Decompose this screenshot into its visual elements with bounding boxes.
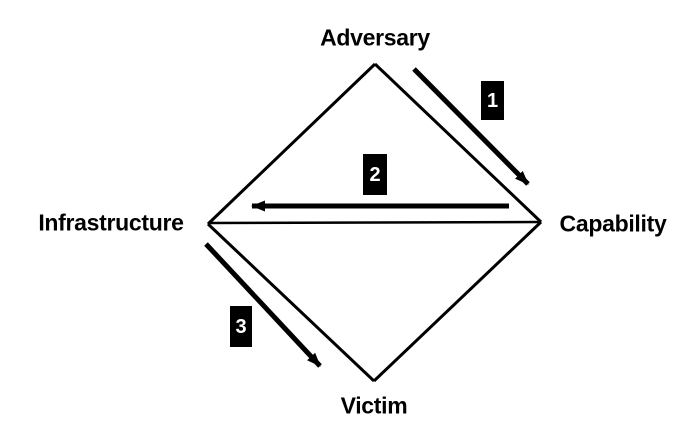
node-label-victim: Victim: [340, 392, 408, 419]
node-label-infrastructure: Infrastructure: [38, 209, 184, 236]
edge-adversary-infrastructure: [206, 62, 377, 226]
axis-infrastructure-capability: [207, 220, 542, 225]
edge-infrastructure-victim: [206, 222, 376, 383]
step-badge-1: 1: [481, 81, 504, 120]
arrow-1-adversary-to-capability: [412, 67, 530, 186]
node-label-capability: Capability: [559, 210, 667, 237]
step-badge-3: 3: [230, 306, 252, 347]
step-badge-2: 2: [363, 154, 387, 195]
node-label-adversary: Adversary: [320, 24, 430, 51]
edge-adversary-capability: [373, 62, 543, 224]
arrow-3-infrastructure-to-victim: [204, 242, 322, 368]
edge-capability-victim: [372, 220, 543, 383]
